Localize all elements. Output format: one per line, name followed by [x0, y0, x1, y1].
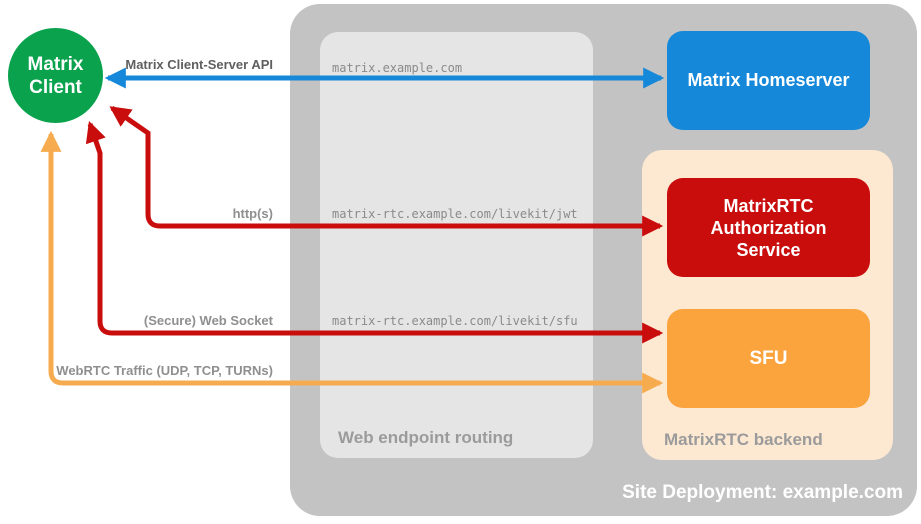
matrixrtc-authorization-service-label: MatrixRTC Authorization Service: [710, 195, 827, 260]
endpoint-url-sfu: matrix-rtc.example.com/livekit/sfu: [332, 314, 578, 328]
matrixrtc-authorization-service-node: MatrixRTC Authorization Service: [667, 178, 870, 277]
websocket-arrow-label: (Secure) Web Socket: [143, 313, 273, 328]
matrix-client-node: Matrix Client: [8, 28, 103, 123]
client-server-api-arrow-label: Matrix Client-Server API: [125, 57, 273, 72]
endpoint-url-homeserver: matrix.example.com: [332, 61, 463, 75]
webrtc-arrow-label: WebRTC Traffic (UDP, TCP, TURNs): [56, 363, 273, 378]
https-arrow-label: http(s): [232, 206, 273, 221]
matrix-homeserver-label: Matrix Homeserver: [687, 70, 850, 90]
sfu-label: SFU: [749, 347, 788, 369]
web-endpoint-routing-label: Web endpoint routing: [338, 428, 514, 447]
site-deployment-label: Site Deployment: example.com: [622, 482, 903, 503]
matrixrtc-backend-label: MatrixRTC backend: [664, 430, 823, 449]
endpoint-url-jwt: matrix-rtc.example.com/livekit/jwt: [332, 207, 578, 221]
matrix-client-label: Matrix Client: [27, 53, 84, 98]
web-endpoint-routing-box: Web endpoint routing: [320, 32, 593, 458]
sfu-node: SFU: [667, 309, 870, 408]
matrix-homeserver-node: Matrix Homeserver: [667, 31, 870, 130]
